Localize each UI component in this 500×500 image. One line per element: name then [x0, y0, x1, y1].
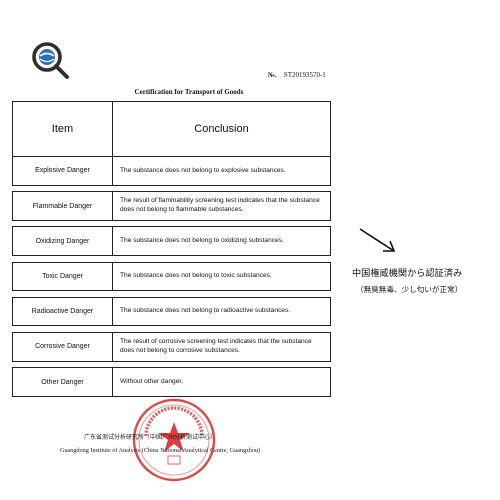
header-conclusion: Conclusion	[112, 100, 331, 158]
row-conclusion: Without other danger.	[112, 367, 331, 397]
row-spacer	[12, 219, 331, 228]
row-item: Toxic Danger	[12, 261, 113, 292]
row-conclusion: The substance does not belong to oxidizi…	[112, 226, 331, 257]
row-item: Explosive Danger	[12, 156, 113, 186]
row-item: Flammable Danger	[12, 191, 113, 221]
row-conclusion: The substance does not belong to radioac…	[112, 296, 331, 327]
table-row: Explosive Danger The substance does not …	[12, 156, 331, 186]
row-conclusion: The substance does not belong to toxic s…	[112, 261, 331, 292]
row-conclusion: The substance does not belong to explosi…	[112, 156, 331, 186]
row-item: Other Danger	[12, 367, 113, 397]
table-row: Corrosive Danger The result of corrosive…	[12, 332, 331, 362]
annotation-certified: 中国権威機関から認証済み	[352, 268, 463, 278]
official-seal-icon	[132, 398, 216, 482]
row-spacer	[12, 325, 331, 334]
table-header-row: Item Conclusion	[12, 100, 331, 158]
row-item: Oxidizing Danger	[12, 226, 113, 257]
institute-name-chinese: 广东省测试分析研究所（中国广州分析测试中心）	[84, 435, 217, 441]
certificate-number: №. ST20193570-1	[268, 71, 326, 79]
table-row: Other Danger Without other danger.	[12, 367, 331, 397]
row-spacer	[12, 360, 331, 369]
row-item: Corrosive Danger	[12, 332, 113, 362]
row-spacer	[12, 290, 331, 298]
table-row: Oxidizing Danger The substance does not …	[12, 226, 331, 257]
table-row: Flammable Danger The result of flammabil…	[12, 191, 331, 221]
annotation-odor-note: （無臭無毒、少し匂いが正常）	[356, 285, 463, 294]
hazard-table: Item Conclusion Explosive Danger The sub…	[12, 100, 331, 397]
certificate-number-value: ST20193570-1	[283, 71, 326, 79]
header-item: Item	[12, 100, 113, 158]
certificate-number-label: №.	[268, 71, 277, 79]
row-spacer	[12, 184, 331, 193]
row-item: Radioactive Danger	[12, 296, 113, 327]
arrow-down-left-icon	[359, 228, 396, 252]
row-conclusion: The result of flammability screening tes…	[112, 191, 331, 221]
magnifier-logo-icon	[32, 42, 69, 79]
table-row: Toxic Danger The substance does not belo…	[12, 261, 331, 292]
document-title: Certification for Transport of Goods	[134, 88, 244, 96]
institute-name-english: Guangdong Institute of Analysis (China N…	[60, 447, 261, 454]
table-row: Radioactive Danger The substance does no…	[12, 296, 331, 327]
row-conclusion: The result of corrosive screening test i…	[112, 332, 331, 362]
row-spacer	[12, 255, 331, 263]
